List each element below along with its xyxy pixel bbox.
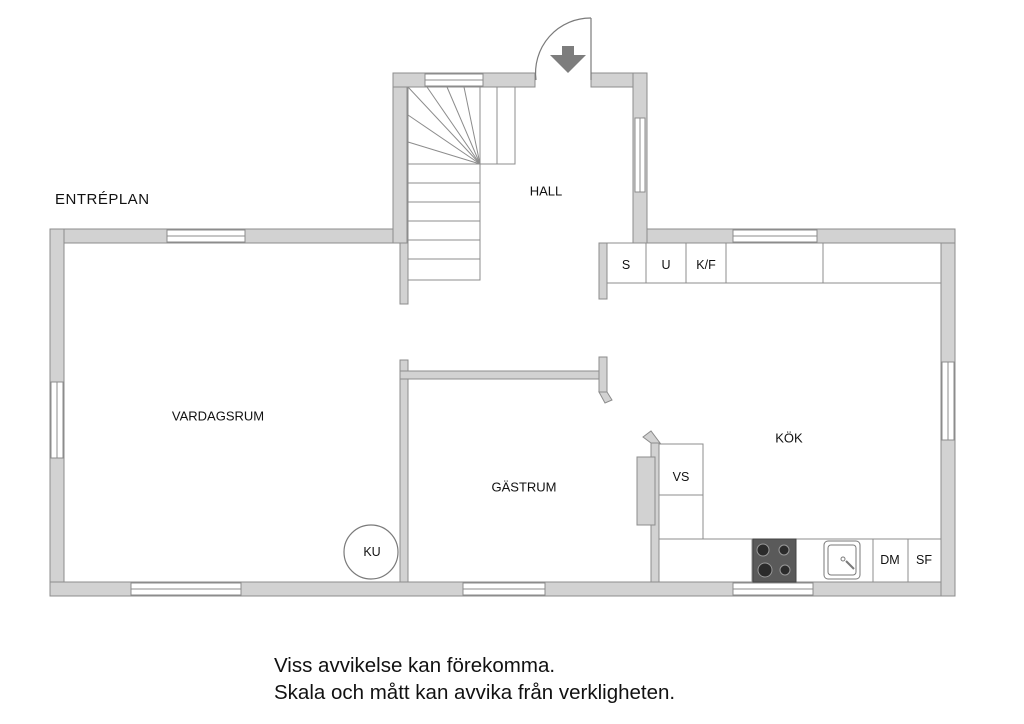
- counter-bottom: [658, 538, 942, 583]
- fixture-label-dm: DM: [880, 553, 900, 567]
- fixture-label-sf: SF: [916, 553, 932, 567]
- fixture-label-vs: VS: [672, 470, 690, 484]
- disclaimer: Viss avvikelse kan förekomma. Skala och …: [274, 652, 675, 706]
- wall-stair-left: [399, 242, 409, 305]
- entrance-door: [534, 17, 592, 81]
- window-sashes: [56, 79, 949, 590]
- room-label-hall: HALL: [529, 183, 563, 199]
- cabinets-vs: [658, 443, 704, 540]
- cabinets-top: [606, 242, 942, 284]
- wall-chimney: [636, 456, 656, 526]
- fixture-label-s: S: [621, 258, 631, 272]
- staircase: [407, 86, 516, 281]
- tiled-stove-circle: [343, 524, 399, 580]
- floor-label: ENTRÉPLAN: [55, 191, 150, 208]
- wall-living-guest: [399, 359, 409, 583]
- stove-icon: [752, 538, 797, 583]
- entrance-arrow-icon: [550, 46, 586, 73]
- disclaimer-line-2: Skala och mått kan avvika från verklighe…: [274, 681, 676, 704]
- wall-guest-top-stub: [598, 356, 608, 393]
- fixture-label-ku: KU: [363, 545, 381, 559]
- fixture-label-kf: K/F: [696, 258, 716, 272]
- wall-angles: [598, 391, 661, 444]
- wall-guest-top: [399, 370, 607, 380]
- sink-icon: [823, 540, 861, 580]
- disclaimer-line-1: Viss avvikelse kan förekomma.: [274, 654, 556, 677]
- room-label-vardagsrum: VARDAGSRUM: [171, 408, 265, 424]
- room-label-gastrum: GÄSTRUM: [491, 479, 557, 495]
- fixture-label-u: U: [661, 258, 671, 272]
- wall-hall-left: [392, 72, 408, 244]
- room-label-kok: KÖK: [775, 430, 803, 446]
- wall-closet-left: [598, 242, 608, 300]
